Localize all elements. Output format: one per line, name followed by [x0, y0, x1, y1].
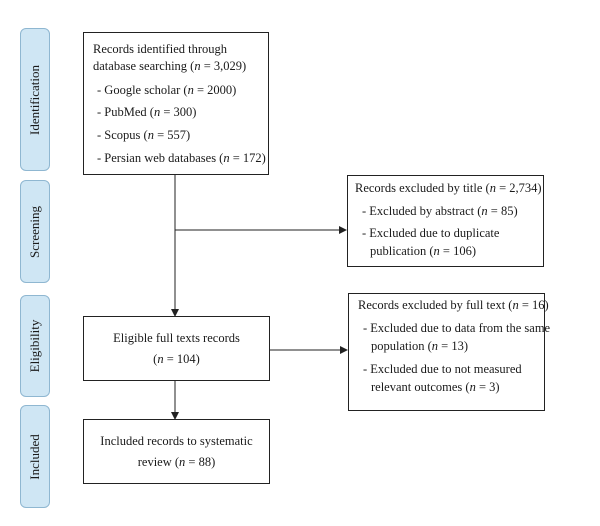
excluded-title-item-abstract: - Excluded by abstract (n = 85)	[362, 204, 518, 218]
records-identified-box: Records identified through database sear…	[83, 32, 269, 175]
included-line2: review (n = 88)	[137, 455, 216, 469]
excluded-fulltext-item-not-measured: - Excluded due to not measured	[363, 362, 522, 376]
excluded-fulltext-item-not-measured-cont: relevant outcomes (n = 3)	[371, 380, 500, 394]
eligible-line2: (n = 104)	[153, 352, 200, 366]
included-records-box: Included records to systematic review (n…	[83, 419, 270, 484]
excluded-fulltext-item-same-population-cont: population (n = 13)	[371, 339, 468, 353]
phase-included: Included	[20, 405, 50, 508]
eligible-full-texts-box: Eligible full texts records (n = 104)	[83, 316, 270, 381]
excluded-title-line1: Records excluded by title (n = 2,734)	[355, 181, 542, 195]
phase-eligibility: Eligibility	[20, 295, 50, 397]
excluded-fulltext-line1: Records excluded by full text (n = 16)	[358, 298, 549, 312]
identified-line1: Records identified through	[93, 42, 227, 56]
excluded-title-item-duplicate-cont: publication (n = 106)	[370, 244, 476, 258]
eligible-line1: Eligible full texts records	[113, 331, 240, 345]
phase-identification: Identification	[20, 28, 50, 171]
excluded-fulltext-item-same-population: - Excluded due to data from the same	[363, 321, 551, 335]
excluded-by-title-box: Records excluded by title (n = 2,734) - …	[347, 175, 544, 267]
identified-item-pubmed: - PubMed (n = 300)	[97, 105, 197, 119]
excluded-title-item-duplicate: - Excluded due to duplicate	[362, 226, 500, 240]
excluded-by-full-text-box: Records excluded by full text (n = 16) -…	[348, 293, 550, 411]
identified-item-scopus: - Scopus (n = 557)	[97, 128, 191, 142]
identified-item-google-scholar: - Google scholar (n = 2000)	[97, 83, 237, 97]
phase-screening: Screening	[20, 180, 50, 283]
identified-item-persian-web: - Persian web databases (n = 172)	[97, 151, 266, 165]
included-line1: Included records to systematic	[100, 434, 253, 448]
identified-line2: database searching (n = 3,029)	[93, 59, 247, 73]
